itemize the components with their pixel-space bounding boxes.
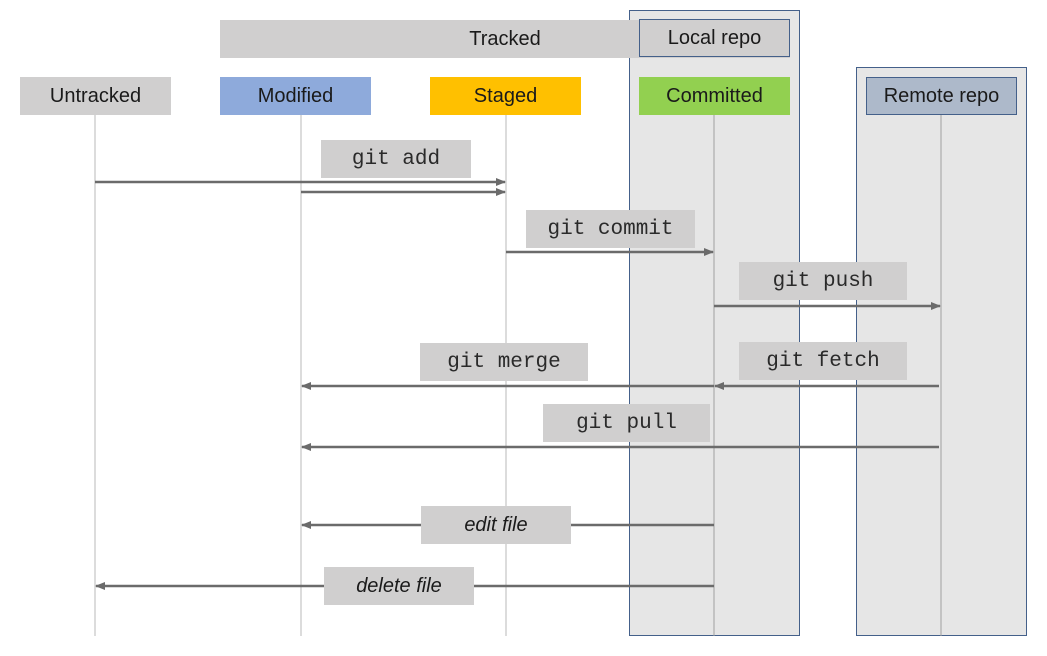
git-fetch-label: git fetch — [739, 342, 907, 380]
git-push-label: git push — [739, 262, 907, 300]
modified-header: Modified — [220, 77, 371, 115]
git-commit-text: git commit — [547, 217, 674, 241]
edit-file-text: edit file — [464, 513, 528, 536]
edit-file-label: edit file — [421, 506, 571, 544]
untracked-header: Untracked — [20, 77, 171, 115]
modified-label: Modified — [257, 84, 334, 107]
git-fetch-text: git fetch — [766, 349, 880, 373]
git-pull-label: git pull — [543, 404, 710, 442]
committed-header: Committed — [639, 77, 790, 115]
local-repo-text: Local repo — [667, 26, 762, 49]
git-add-label: git add — [321, 140, 471, 178]
committed-label: Committed — [666, 84, 763, 107]
local-repo-label: Local repo — [639, 19, 790, 57]
delete-file-label: delete file — [324, 567, 474, 605]
tracked-label: Tracked — [469, 27, 541, 50]
untracked-label: Untracked — [49, 84, 142, 107]
staged-label: Staged — [473, 84, 538, 107]
remote-repo-header: Remote repo — [866, 77, 1017, 115]
git-merge-text: git merge — [447, 350, 561, 374]
delete-file-text: delete file — [356, 574, 442, 597]
git-pull-text: git pull — [576, 411, 677, 435]
remote-repo-label: Remote repo — [883, 84, 1000, 107]
staged-header: Staged — [430, 77, 581, 115]
git-push-text: git push — [772, 269, 874, 293]
git-merge-label: git merge — [420, 343, 588, 381]
git-add-text: git add — [351, 147, 441, 171]
git-commit-label: git commit — [526, 210, 695, 248]
